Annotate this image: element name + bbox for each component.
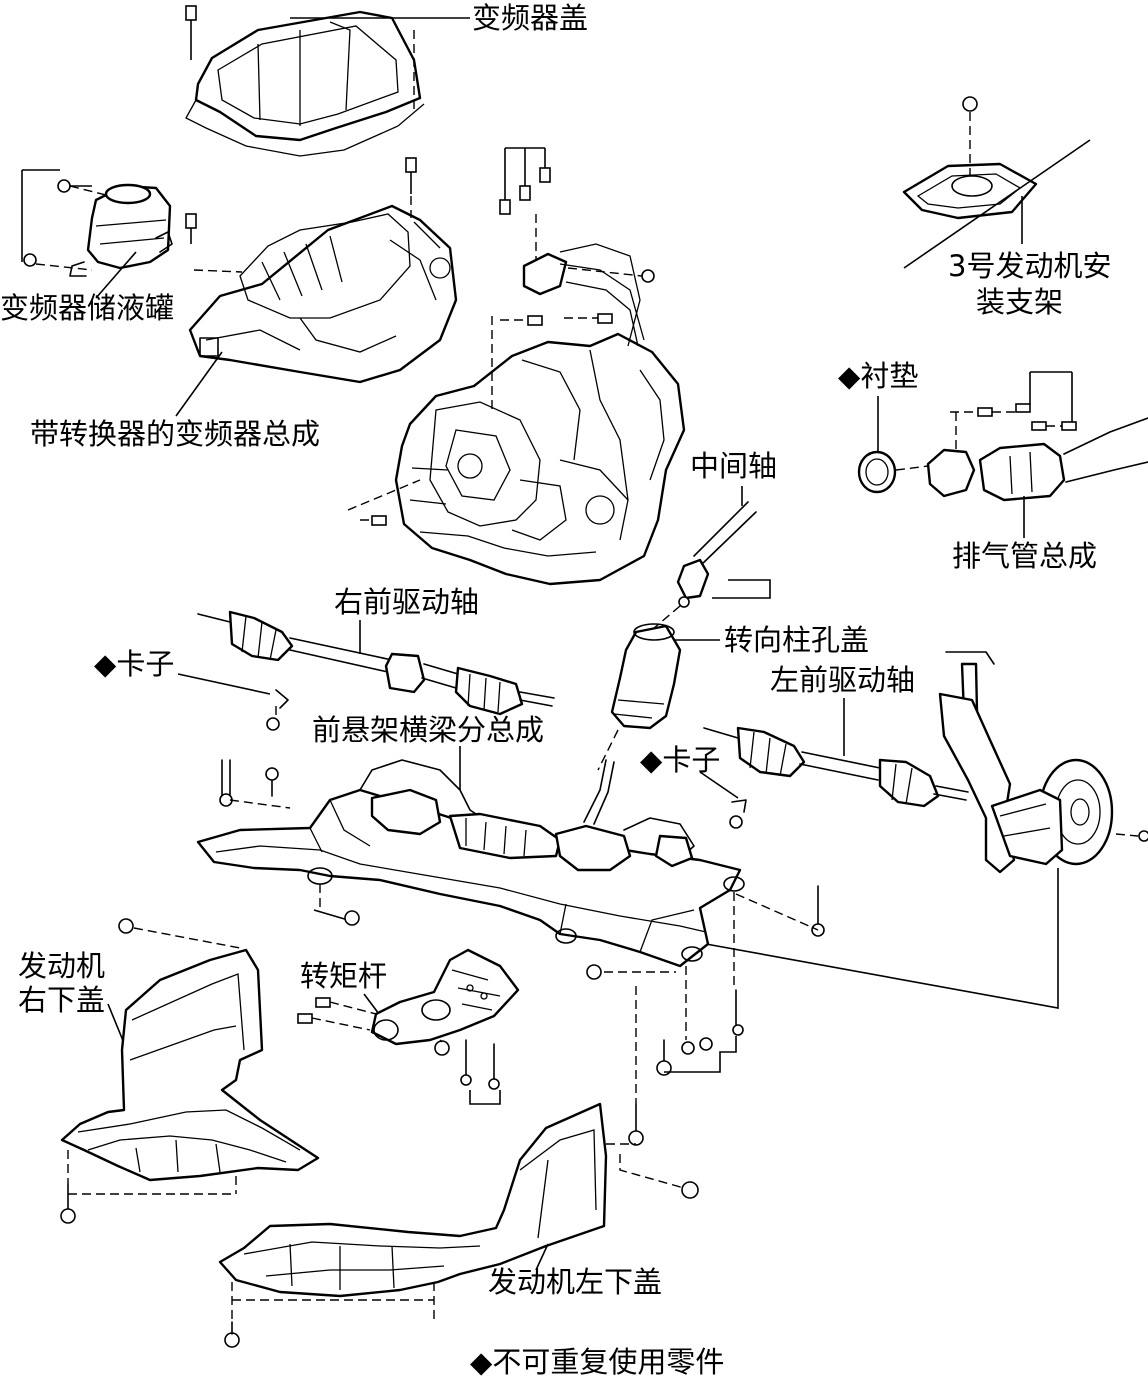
label-inverter-reservoir: 变频器储液罐 [0,291,174,325]
label-left-driveshaft: 左前驱动轴 [770,663,915,697]
label-under-cover-lh: 发动机左下盖 [488,1265,662,1299]
label-gasket: ◆衬垫 [838,359,918,393]
engine-under-cover-rh [60,948,320,1182]
label-mount-bracket-3-line2: 装支架 [976,285,1063,319]
label-clip-left: ◆卡子 [94,647,174,681]
inverter-assembly-bolts [185,157,417,273]
under-cover-rh-bolts [60,918,241,1224]
engine-mount-bracket-3 [902,96,1091,269]
inverter-reservoir [69,183,173,277]
clip-left-part [177,673,289,731]
torque-rod [370,948,520,1046]
crossmember-bolts [219,759,825,1076]
label-right-driveshaft: 右前驱动轴 [334,585,479,619]
engine-transaxle [394,243,686,586]
torque-rod-bolts [297,997,501,1105]
under-cover-lh-bolts [224,986,699,1348]
left-front-driveshaft [703,726,969,808]
label-intermediate-shaft: 中间轴 [690,449,777,483]
inverter-cover-leader [290,17,470,110]
exhaust-pipe-assembly [926,371,1148,502]
engine-under-cover-lh [218,1102,608,1298]
label-clip-right: ◆卡子 [640,743,720,777]
reservoir-bolts [21,169,111,271]
label-steering-column-hole-cover: 转向柱孔盖 [724,623,869,657]
label-mount-bracket-3-line1: 3号发动机安 [948,249,1111,283]
inverter-cover [185,5,425,157]
label-front-crossmember: 前悬架横梁分总成 [312,713,544,747]
label-inverter-cover: 变频器盖 [472,1,588,35]
hole-cover-axis [597,729,619,771]
gasket [857,396,929,494]
label-torque-rod: 转矩杆 [300,959,387,993]
steering-knuckle-hub [938,651,1148,874]
label-inverter-assembly: 带转换器的变频器总成 [30,417,320,451]
inverter-assembly [188,204,458,384]
knuckle-to-bolt-line [705,868,1059,1009]
right-front-driveshaft [197,610,555,716]
steering-column-hole-cover [610,623,682,730]
clip-right-part [699,771,747,829]
engine-top-bolts [347,147,655,526]
label-under-cover-rh-line1: 发动机 [18,949,105,983]
non-reusable-note: ◆不可重复使用零件 [470,1345,724,1379]
reservoir-leader [95,251,137,299]
label-under-cover-rh-line2: 右下盖 [18,983,105,1017]
inverter-assembly-leader [175,351,223,417]
label-exhaust-pipe: 排气管总成 [952,539,1097,573]
intermediate-shaft [639,486,771,641]
under-cover-lh-leader [535,1243,549,1271]
front-suspension-crossmember [196,759,745,968]
